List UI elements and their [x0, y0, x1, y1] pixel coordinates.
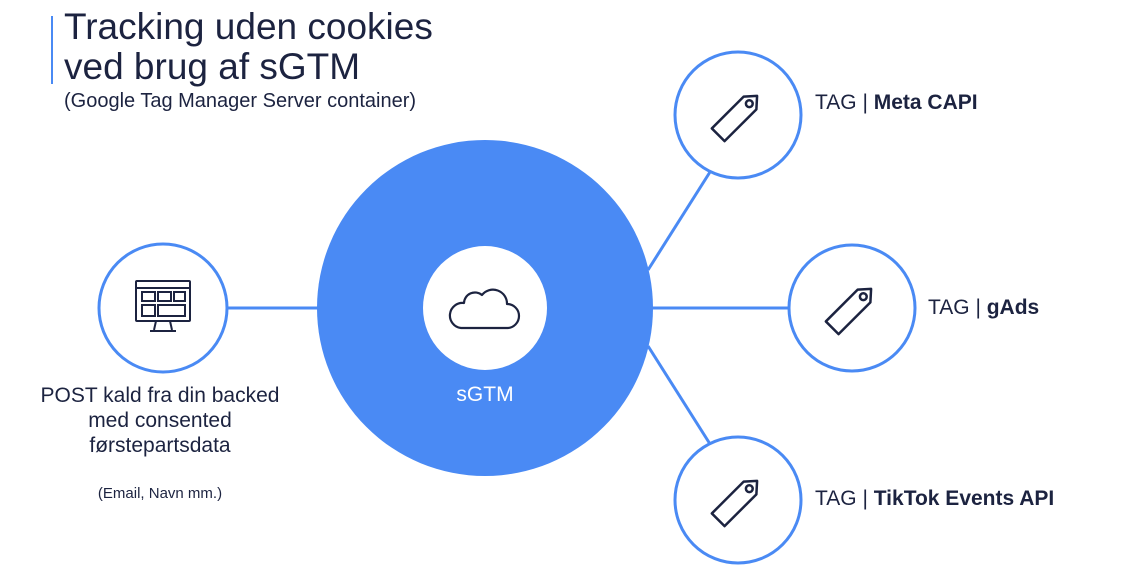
- source-label-line: førstepartsdata: [89, 434, 231, 457]
- source-node-circle: [97, 242, 229, 374]
- tag-prefix: TAG |: [815, 91, 874, 114]
- source-label: POST kald fra din backed med consented f…: [0, 383, 320, 458]
- tag-name: gAds: [986, 296, 1040, 319]
- source-label-line: med consented: [88, 409, 232, 432]
- tag-prefix: TAG |: [815, 487, 874, 510]
- page-subtitle: (Google Tag Manager Server container): [64, 90, 417, 112]
- cloud-icon: [448, 288, 521, 330]
- title-accent-bar: [51, 16, 53, 84]
- website-monitor-icon: [135, 280, 191, 332]
- tag-icon: [824, 287, 873, 336]
- tag-prefix: TAG |: [928, 296, 987, 319]
- page-title: Tracking uden cookies ved brug af sGTM: [64, 7, 433, 87]
- tag-node-circle-meta: [673, 50, 803, 180]
- source-label-line: POST kald fra din backed: [40, 384, 280, 407]
- tag-name: TikTok Events API: [873, 487, 1055, 510]
- tag-label-gads: TAG | gAds: [928, 295, 1039, 321]
- tag-label-meta: TAG | Meta CAPI: [815, 90, 978, 116]
- connector-hub-tag-tiktok: [646, 345, 712, 445]
- tag-node-circle-gads: [787, 243, 917, 373]
- connector-hub-tag-meta: [646, 171, 712, 271]
- tag-icon: [710, 479, 759, 528]
- title-line-2: ved brug af sGTM: [64, 46, 361, 87]
- cloud-icon-badge: [423, 246, 547, 370]
- tag-node-circle-tiktok: [673, 435, 803, 565]
- tag-name: Meta CAPI: [873, 91, 978, 114]
- tag-icon: [710, 94, 759, 143]
- tag-label-tiktok: TAG | TikTok Events API: [815, 486, 1054, 512]
- source-note: (Email, Navn mm.): [97, 485, 223, 502]
- title-line-1: Tracking uden cookies: [64, 6, 433, 47]
- hub-label: sGTM: [456, 383, 514, 406]
